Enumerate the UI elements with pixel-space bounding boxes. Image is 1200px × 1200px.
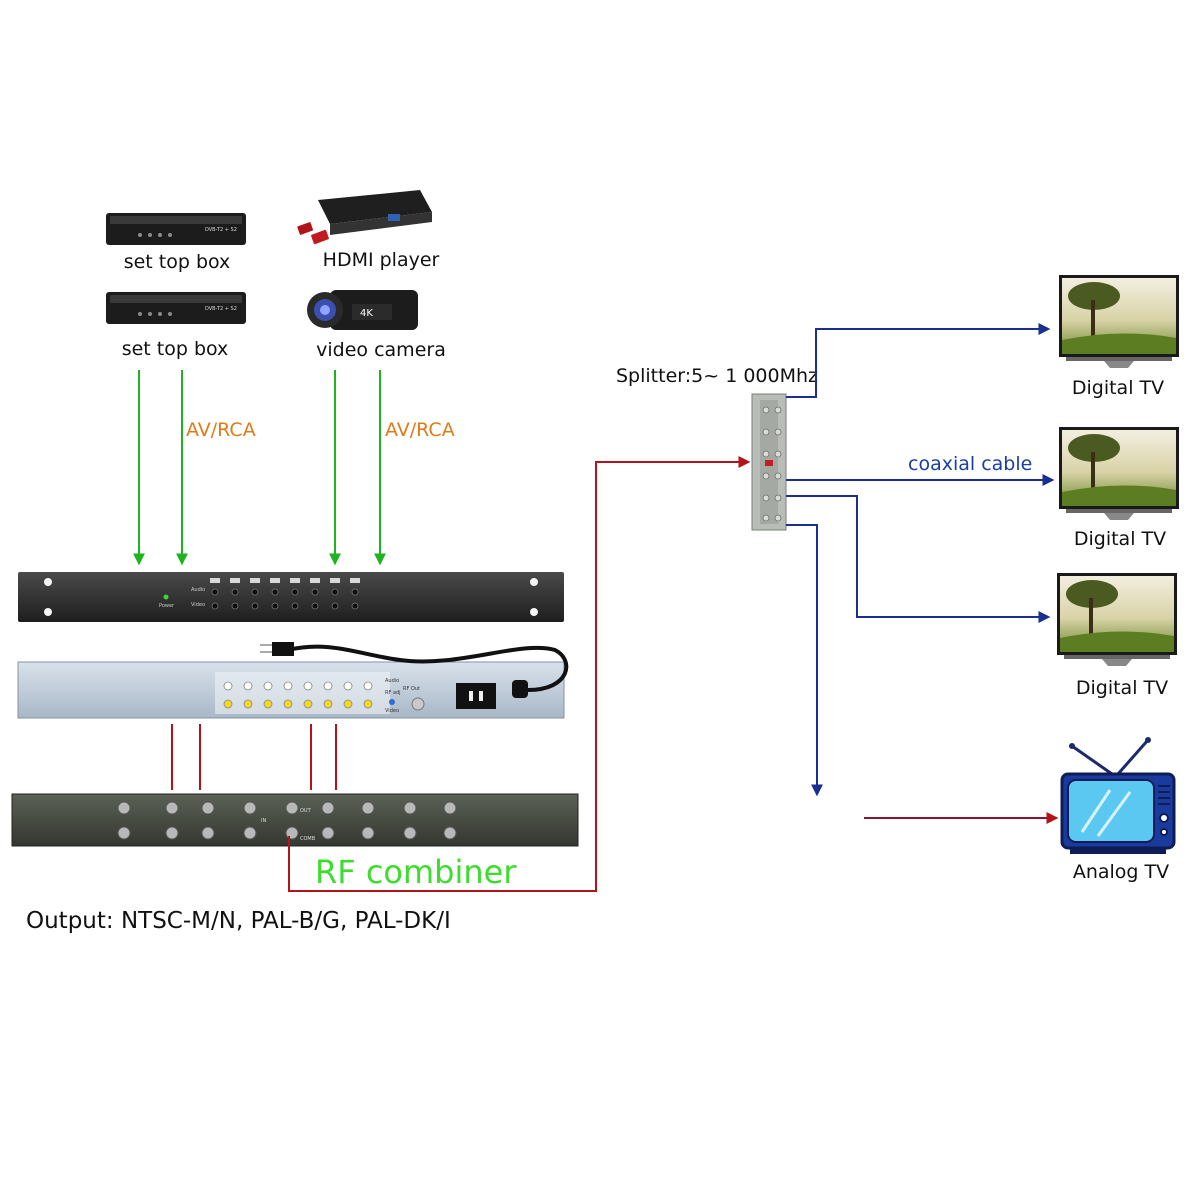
video-camera-label: video camera (316, 339, 446, 361)
stb-badge: DVB-T2 + S2 (205, 306, 237, 312)
rf-combiner: OUT IN COMB (11, 793, 579, 847)
digital-tv-3-label: Digital TV (1076, 677, 1168, 699)
stb-badge: DVB-T2 + S2 (205, 227, 237, 233)
rear-audio-label: Audio (385, 678, 399, 684)
analog-tv-label: Analog TV (1073, 861, 1169, 883)
set-top-box-2-label: set top box (122, 338, 229, 360)
audio-label: Audio (191, 587, 205, 593)
power-cord (260, 642, 569, 692)
rear-rf-out-label: RF Out (403, 686, 420, 692)
splitter (751, 393, 787, 531)
modulator-rear-panel: Audio RF adj Video RF Out (17, 661, 565, 719)
modulator-front-panel: Power Audio Video (18, 572, 564, 622)
rear-rf-adj-label: RF adj (385, 690, 401, 696)
camera-badge: 4K (360, 308, 373, 319)
combiner-out-label: OUT (300, 808, 312, 814)
rear-video-label: Video (385, 708, 399, 714)
video-label: Video (191, 602, 205, 608)
power-label: Power (159, 603, 175, 609)
av-input-arrows (133, 370, 386, 566)
hdmi-player (297, 190, 432, 245)
set-top-box-1: DVB-T2 + S2 (106, 213, 246, 245)
digital-tv-3 (1057, 573, 1177, 666)
set-top-box-2: DVB-T2 + S2 (106, 292, 246, 324)
set-top-box-1-label: set top box (124, 251, 231, 273)
combiner-in-label: IN (261, 818, 266, 824)
hdmi-player-label: HDMI player (323, 249, 440, 271)
analog-tv (1060, 737, 1176, 854)
digital-tv-2 (1059, 427, 1179, 520)
digital-tv-1 (1059, 275, 1179, 368)
rf-combiner-label: RF combiner (315, 853, 517, 891)
splitter-label: Splitter:5~ 1 000Mhz (616, 365, 818, 387)
av-rca-label-right: AV/RCA (385, 419, 455, 441)
video-camera: 4K (307, 290, 418, 330)
av-rca-label-left: AV/RCA (186, 419, 256, 441)
digital-tv-1-label: Digital TV (1072, 377, 1164, 399)
coaxial-cable-label: coaxial cable (908, 453, 1032, 475)
combiner-comb-label: COMB (300, 836, 316, 842)
digital-tv-2-label: Digital TV (1074, 528, 1166, 550)
coaxial-output-lines (786, 323, 1055, 797)
rf-connection-lines (171, 724, 337, 790)
output-formats: Output: NTSC-M/N, PAL-B/G, PAL-DK/I (26, 908, 451, 934)
combiner-to-splitter-line (288, 456, 751, 892)
